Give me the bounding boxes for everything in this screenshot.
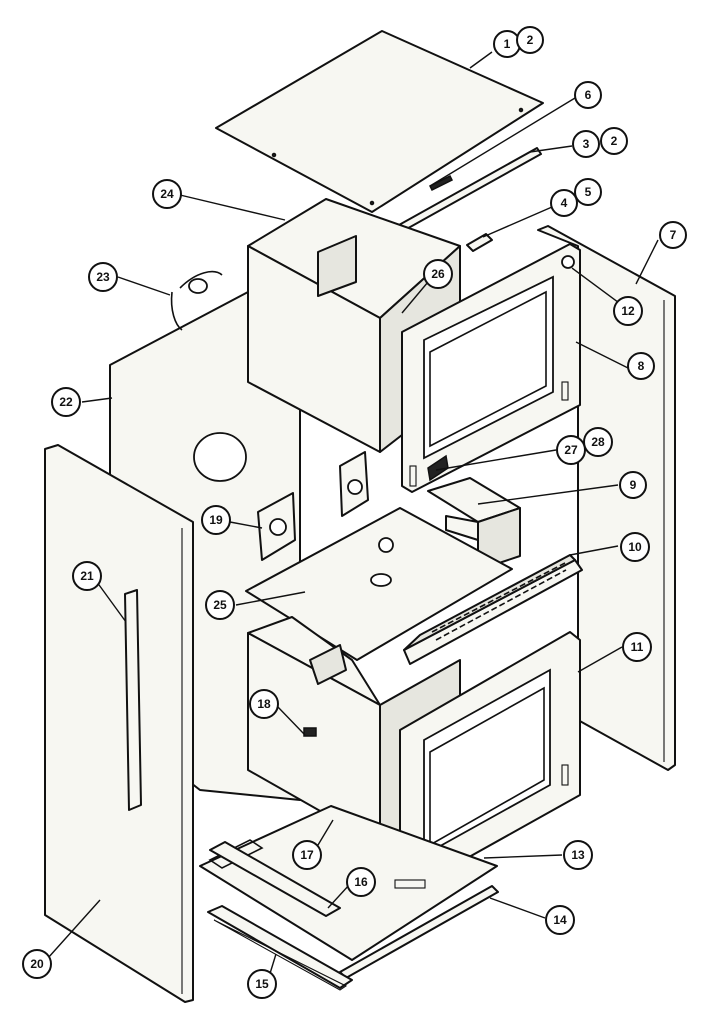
channel-bracket <box>427 477 521 571</box>
callout-13-label: 13 <box>571 848 585 862</box>
callout-7-label: 7 <box>670 228 677 242</box>
callout-1-label: 1 <box>504 37 511 51</box>
callout-3: 3 <box>572 130 600 158</box>
callout-11: 11 <box>622 632 652 662</box>
callout-9: 9 <box>619 471 647 499</box>
bracket-19 <box>257 492 296 561</box>
callout-14: 14 <box>545 905 575 935</box>
callout-8: 8 <box>627 352 655 380</box>
callout-5-label: 5 <box>585 185 592 199</box>
callout-14-label: 14 <box>553 913 567 927</box>
callout-6-label: 6 <box>585 88 592 102</box>
callouts: 1 2 6 3 2 24 4 5 7 23 26 12 8 22 27 28 9… <box>22 26 687 999</box>
callout-19: 19 <box>201 505 231 535</box>
callout-18: 18 <box>249 689 279 719</box>
callout-10: 10 <box>620 532 650 562</box>
callout-2b-label: 2 <box>611 134 618 148</box>
vent-strip <box>403 554 583 665</box>
callout-16-label: 16 <box>354 875 368 889</box>
callout-17: 17 <box>292 840 322 870</box>
callout-24-label: 24 <box>160 187 174 201</box>
callout-24: 24 <box>152 179 182 209</box>
center-bracket <box>339 451 369 517</box>
callout-4: 4 <box>550 189 578 217</box>
callout-4-label: 4 <box>561 196 568 210</box>
callout-28: 28 <box>583 427 613 457</box>
callout-2-label: 2 <box>527 33 534 47</box>
callout-1: 1 <box>493 30 521 58</box>
handle-strip <box>124 589 142 811</box>
callout-9-label: 9 <box>630 478 637 492</box>
callout-22: 22 <box>51 387 81 417</box>
callout-5: 5 <box>574 178 602 206</box>
callout-20: 20 <box>22 949 52 979</box>
bottom-rail <box>209 841 341 917</box>
callout-22-label: 22 <box>59 395 73 409</box>
callout-11-label: 11 <box>631 640 644 654</box>
callout-21: 21 <box>72 561 102 591</box>
callout-13: 13 <box>563 840 593 870</box>
callout-3-label: 3 <box>583 137 590 151</box>
wire-harness <box>170 271 223 331</box>
callout-2b: 2 <box>600 127 628 155</box>
callout-23-label: 23 <box>96 270 110 284</box>
callout-7: 7 <box>659 221 687 249</box>
upper-door-frame <box>401 243 581 493</box>
callout-12-label: 12 <box>621 304 635 318</box>
small-bracket <box>466 233 493 252</box>
callout-20-label: 20 <box>30 957 44 971</box>
callout-28-label: 28 <box>591 435 605 449</box>
bottom-base <box>207 905 353 991</box>
callout-26: 26 <box>423 259 453 289</box>
callout-16: 16 <box>346 867 376 897</box>
callout-19-label: 19 <box>209 513 223 527</box>
callout-15: 15 <box>247 969 277 999</box>
callout-21-label: 21 <box>80 569 94 583</box>
callout-12: 12 <box>613 296 643 326</box>
callout-25: 25 <box>205 590 235 620</box>
callout-25-label: 25 <box>213 598 227 612</box>
callout-6: 6 <box>574 81 602 109</box>
callout-2: 2 <box>516 26 544 54</box>
callout-18-label: 18 <box>257 697 271 711</box>
lower-door-frame <box>399 631 581 891</box>
callout-10-label: 10 <box>628 540 642 554</box>
left-front-panel <box>44 444 194 1003</box>
callout-27-label: 27 <box>564 443 578 457</box>
callout-8-label: 8 <box>638 359 645 373</box>
callout-15-label: 15 <box>255 977 269 991</box>
callout-23: 23 <box>88 262 118 292</box>
top-panel <box>215 30 544 213</box>
callout-26-label: 26 <box>431 267 445 281</box>
callout-17-label: 17 <box>300 848 314 862</box>
callout-27: 27 <box>556 435 586 465</box>
